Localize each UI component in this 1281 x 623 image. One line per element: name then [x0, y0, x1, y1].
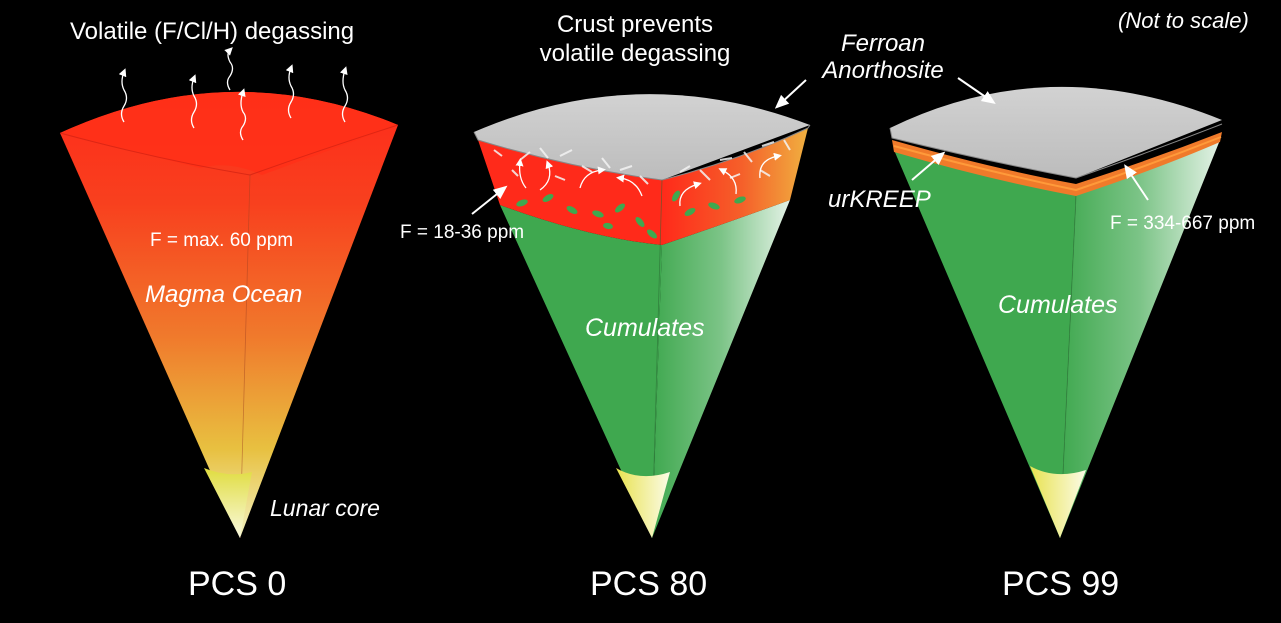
urkreep-layer: [892, 132, 1222, 196]
magma-ocean-cone: [60, 91, 398, 538]
panel-pcs80-cone: [473, 94, 811, 539]
crystal: [619, 165, 633, 171]
crystal: [516, 199, 528, 207]
arrow-to-fluorine-pcs80: [471, 185, 508, 215]
pointer-arrows: [471, 77, 1149, 215]
wavy-arrow: [118, 68, 128, 123]
crystal: [635, 217, 645, 227]
crystal: [684, 208, 696, 216]
cumulates-label-pcs99: Cumulates: [998, 291, 1118, 319]
arrow-to-anorthosite-pcs99: [957, 77, 996, 104]
not-to-scale-note: (Not to scale): [1118, 8, 1249, 33]
crystal: [783, 139, 791, 151]
ferroan-line1: Ferroan: [840, 30, 926, 57]
crystal: [647, 229, 657, 239]
fluorine-label-pcs80: F = 18-36 ppm: [400, 222, 525, 243]
crystal: [542, 194, 554, 202]
cumulates-left-face: [500, 205, 662, 538]
crystal: [511, 169, 519, 177]
crystal: [759, 169, 771, 177]
ferroan-line2: Anorthosite: [822, 57, 944, 84]
convection-arrow: [515, 158, 527, 189]
pcs0-caption: PCS 0: [188, 565, 287, 603]
crystal: [559, 149, 573, 157]
arrow-to-urkreep: [911, 151, 946, 181]
crust-prevents-line2: volatile degassing: [539, 40, 731, 67]
wavy-arrow: [237, 88, 247, 141]
convection-arrow: [718, 168, 737, 195]
wavy-arrow: [188, 74, 198, 129]
ferroan-anorthosite-label: Ferroan Anorthosite: [800, 30, 966, 84]
cone-edge-line: [59, 132, 251, 176]
plagioclase-crystals: [493, 139, 791, 185]
crystal: [639, 175, 649, 185]
crystal: [566, 206, 578, 214]
crystal: [493, 149, 503, 157]
crystal: [743, 151, 753, 163]
crystal: [719, 157, 733, 161]
crystal: [603, 222, 613, 230]
panel-pcs99-cone: [889, 86, 1223, 539]
crust-edge: [473, 124, 811, 181]
lunar-core-tip: [616, 468, 670, 538]
lunar-core-tip: [1030, 466, 1086, 538]
wavy-arrow: [339, 66, 349, 123]
cumulates-right-face: [652, 200, 790, 538]
degassing-arrows: [118, 47, 349, 141]
convection-arrows: [515, 152, 782, 207]
crystal: [615, 203, 625, 213]
fluorine-label-pcs0: F = max. 60 ppm: [150, 230, 294, 251]
lunar-core-label: Lunar core: [270, 495, 380, 521]
convection-arrow: [539, 160, 554, 191]
wavy-arrow: [224, 47, 234, 91]
arrow-to-fluorine-pcs99: [1124, 164, 1149, 201]
anorthosite-crust-top: [890, 86, 1222, 178]
residual-magma-left: [478, 140, 662, 245]
convection-arrow: [679, 181, 702, 207]
crystal: [539, 147, 549, 159]
convection-arrow: [616, 174, 643, 197]
cumulates-right-face: [1060, 140, 1220, 538]
crystal: [699, 169, 711, 181]
urkreep-label: urKREEP: [828, 186, 931, 213]
pcs99-caption: PCS 99: [1002, 565, 1120, 603]
settling-cumulate-crystals: [516, 190, 746, 239]
crystal: [761, 141, 775, 147]
convection-arrow: [759, 152, 782, 179]
arrow-to-crust-pcs80: [774, 79, 807, 109]
degassing-label: Volatile (F/Cl/H) degassing: [70, 18, 355, 45]
cone-edge-line: [249, 124, 399, 176]
crystal: [554, 175, 566, 181]
cumulates-left-face: [894, 150, 1076, 538]
crystal: [601, 157, 611, 169]
cumulates-label-pcs80: Cumulates: [585, 314, 705, 342]
crust-edge: [889, 123, 1223, 179]
fluorine-label-pcs99: F = 334-667 ppm: [1110, 213, 1256, 234]
panel-pcs0-cone: [59, 91, 399, 539]
crystal: [581, 165, 593, 173]
convection-arrow: [579, 166, 606, 189]
crystal: [734, 196, 746, 204]
lunar-core-tip: [204, 468, 252, 538]
crystal: [592, 210, 604, 218]
pcs80-caption: PCS 80: [590, 565, 708, 603]
anorthosite-crust-top: [474, 94, 810, 180]
crystal: [708, 202, 720, 210]
magma-ocean-top-surface: [60, 91, 398, 175]
magma-ocean-label: Magma Ocean: [145, 281, 303, 308]
wavy-arrow: [285, 64, 295, 119]
crust-prevents-label: Crust prevents volatile degassing: [520, 10, 750, 68]
crystal: [679, 165, 691, 173]
urkreep-inner: [893, 136, 1222, 192]
crystal: [672, 190, 680, 202]
crust-prevents-line1: Crust prevents: [556, 11, 714, 38]
